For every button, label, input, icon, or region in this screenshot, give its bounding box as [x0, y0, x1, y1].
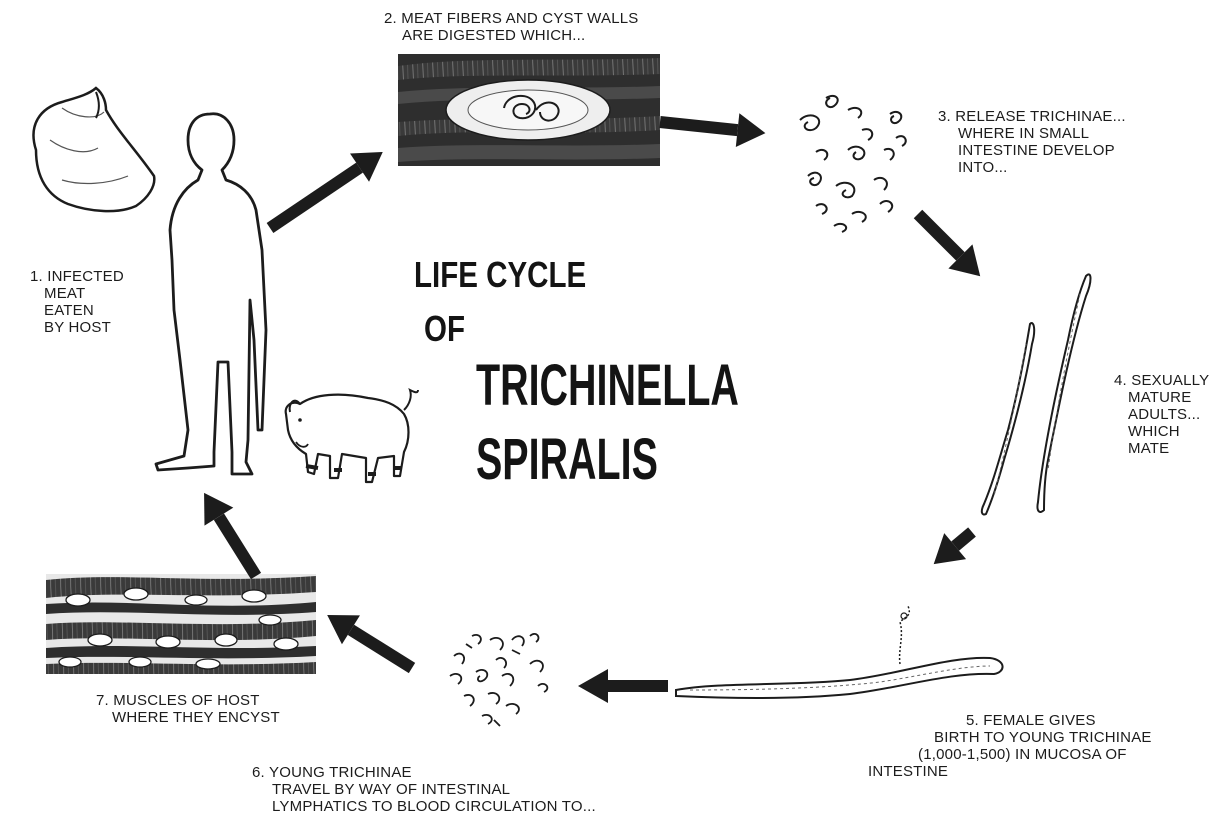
title-line-3: TRICHINELLA [476, 352, 739, 419]
step-4-line: WHICH [1114, 423, 1209, 440]
human-host-silhouette [156, 114, 266, 474]
step-5-label: 5. FEMALE GIVES BIRTH TO YOUNG TRICHINAE… [868, 712, 1152, 780]
step-4-line: 4. SEXUALLY [1114, 372, 1209, 389]
step-4-label: 4. SEXUALLY MATURE ADULTS... WHICH MATE [1114, 372, 1209, 457]
step-2-line: ARE DIGESTED WHICH... [384, 27, 638, 44]
title-line-1: LIFE CYCLE [414, 254, 586, 296]
step-6-line: 6. YOUNG TRICHINAE [252, 764, 596, 781]
step-3-line: WHERE IN SMALL [938, 125, 1126, 142]
step-2-label: 2. MEAT FIBERS AND CYST WALLS ARE DIGEST… [384, 10, 638, 44]
arrow-host-to-digestion [260, 138, 392, 242]
step-1-line: BY HOST [30, 319, 124, 336]
muscle-fiber-cyst-illustration [398, 54, 660, 166]
female-worm-illustration [676, 606, 1003, 698]
arrow-female-to-larvae [578, 669, 668, 703]
arrow-larvae-to-muscle [318, 601, 421, 683]
step-6-line: TRAVEL BY WAY OF INTESTINAL [252, 781, 596, 798]
step-1-line: EATEN [30, 302, 124, 319]
pig-illustration [286, 390, 418, 482]
step-3-line: INTESTINE DEVELOP [938, 142, 1126, 159]
released-larvae-illustration [800, 96, 906, 232]
young-larvae-illustration [450, 634, 547, 726]
step-4-line: ADULTS... [1114, 406, 1209, 423]
step-1-line: 1. INFECTED [30, 268, 124, 285]
step-6-line: LYMPHATICS TO BLOOD CIRCULATION TO... [252, 798, 596, 815]
step-5-line: 5. FEMALE GIVES [868, 712, 1152, 729]
step-4-line: MATURE [1114, 389, 1209, 406]
arrow-digestion-to-release [658, 105, 767, 150]
adult-worms-illustration [982, 274, 1091, 514]
step-5-line: (1,000-1,500) IN MUCOSA OF [868, 746, 1152, 763]
step-5-line: INTESTINE [868, 763, 1152, 780]
title-line-2: OF [424, 308, 465, 350]
step-7-line: WHERE THEY ENCYST [96, 709, 280, 726]
step-3-line: 3. RELEASE TRICHINAE... [938, 108, 1126, 125]
infected-meat-illustration [34, 88, 155, 211]
step-3-line: INTO... [938, 159, 1126, 176]
step-7-label: 7. MUSCLES OF HOST WHERE THEY ENCYST [96, 692, 280, 726]
step-1-line: MEAT [30, 285, 124, 302]
arrow-adults-to-female [923, 519, 983, 577]
step-7-line: 7. MUSCLES OF HOST [96, 692, 280, 709]
arrow-release-to-adults [906, 202, 992, 288]
step-3-label: 3. RELEASE TRICHINAE... WHERE IN SMALL I… [938, 108, 1126, 176]
step-4-line: MATE [1114, 440, 1209, 457]
step-2-line: 2. MEAT FIBERS AND CYST WALLS [384, 10, 638, 27]
step-6-label: 6. YOUNG TRICHINAE TRAVEL BY WAY OF INTE… [252, 764, 596, 815]
arrow-muscle-to-host [190, 484, 271, 585]
encysted-muscle-illustration [46, 574, 316, 674]
step-1-label: 1. INFECTED MEAT EATEN BY HOST [30, 268, 124, 336]
title-line-4: SPIRALIS [476, 426, 658, 493]
step-5-line: BIRTH TO YOUNG TRICHINAE [868, 729, 1152, 746]
